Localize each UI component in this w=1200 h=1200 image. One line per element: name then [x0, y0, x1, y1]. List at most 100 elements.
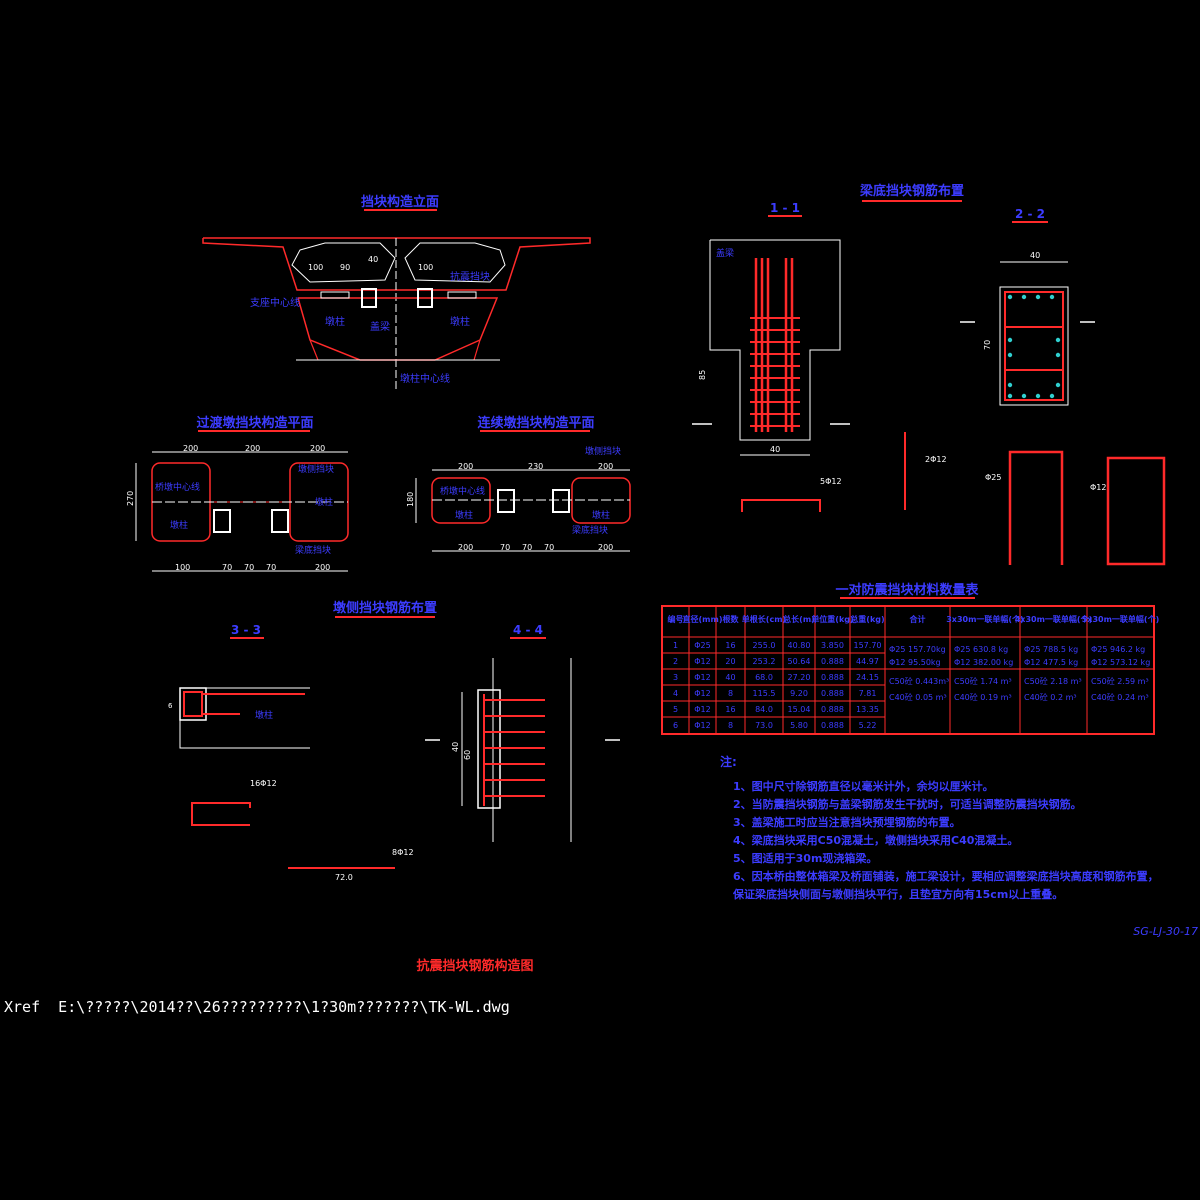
note-2: 2、当防震挡块钢筋与盖梁钢筋发生干扰时，可适当调整防震挡块钢筋。 — [733, 797, 1082, 811]
drawing-number: SG-LJ-30-17 — [1133, 925, 1198, 938]
table-header: 3x30m一联单幅(个) — [946, 614, 1024, 624]
table-cell: 0.888 — [821, 657, 844, 666]
table-total-cell: Φ25 630.8 kg — [954, 645, 1008, 654]
elevation-label-block: 抗震挡块 — [450, 270, 490, 283]
continuous-dim-bottom-1: 200 — [458, 543, 473, 552]
continuous-block-right — [552, 489, 570, 513]
continuous-dim-bottom-5: 200 — [598, 543, 613, 552]
continuous-label-bottom-block: 梁底挡块 — [572, 524, 608, 536]
beam-bottom-rebar-title: 梁底挡块钢筋布置 — [859, 183, 964, 199]
section-3-3-stirrup — [183, 691, 203, 717]
table-header: 4x30m一联单幅(个) — [1015, 614, 1093, 624]
table-cell: 2 — [673, 657, 678, 666]
table-cell: 73.0 — [755, 721, 773, 730]
pier-side-rebar-title: 墩侧挡块钢筋布置 — [333, 600, 437, 616]
transition-label-bottom-block: 梁底挡块 — [295, 544, 331, 556]
table-cell: 253.2 — [753, 657, 776, 666]
section-1-1-dim-bottom: 40 — [770, 445, 780, 454]
note-3: 3、盖梁施工时应当注意挡块预埋钢筋的布置。 — [733, 815, 961, 829]
table-total-cell: C40砼 0.05 m³ — [889, 692, 947, 702]
seismic-block-right — [417, 288, 433, 308]
section-3-3-bar-note: 16Φ12 — [250, 779, 277, 788]
table-cell: 40 — [725, 673, 735, 682]
note-4: 4、梁底挡块采用C50混凝土，墩侧挡块采用C40混凝土。 — [733, 833, 1018, 847]
table-total-cell: Φ12 477.5 kg — [1024, 658, 1078, 667]
table-header: 直径(mm) — [683, 614, 723, 624]
continuous-label-column-left: 墩柱 — [455, 509, 473, 521]
material-table: 一对防震挡块材料数量表 编号直径(mm)根数单根长(cm)总长(m)单位重(kg… — [661, 582, 1160, 735]
table-cell: 9.20 — [790, 689, 808, 698]
right-column-edge — [473, 339, 481, 361]
table-cell: 50.64 — [788, 657, 811, 666]
table-total-cell: Φ25 157.70kg — [889, 645, 946, 654]
elevation-label-cap: 盖梁 — [370, 320, 390, 333]
section-3-3-outline — [179, 688, 310, 749]
table-total-cell: C50砼 2.18 m³ — [1024, 676, 1082, 686]
elevation-view: 挡块构造立面 支座中心线 墩柱中心线 抗震挡块 盖梁 墩柱 墩柱 100 90 … — [202, 194, 591, 390]
table-cell: Φ12 — [694, 705, 710, 714]
table-header: 5x30m一联单幅(个) — [1082, 614, 1160, 624]
note-5: 5、图适用于30m现浇箱梁。 — [733, 851, 877, 865]
sheet-title: 抗震挡块钢筋构造图 — [416, 958, 533, 974]
cap-beam — [297, 297, 499, 361]
transition-dim-bottom-2: 70 — [222, 563, 232, 572]
pier-side-bar-length: 72.0 — [335, 873, 353, 882]
elevation-label-pier-center: 墩柱中心线 — [400, 372, 450, 385]
bearing-right — [447, 291, 477, 299]
table-header: 总长(m) — [783, 614, 815, 624]
bar-note-3: Φ25 — [985, 473, 1001, 482]
continuous-dim-bottom-2: 70 — [500, 543, 510, 552]
elevation-label-column-right: 墩柱 — [450, 315, 470, 328]
table-header: 单根长(cm) — [742, 614, 786, 624]
table-header: 根数 — [723, 614, 740, 624]
table-cell: 5.22 — [859, 721, 877, 730]
table-cell: 0.888 — [821, 721, 844, 730]
notes-block: 注: 1、图中尺寸除钢筋直径以毫米计外，余均以厘米计。 2、当防震挡块钢筋与盖梁… — [720, 754, 1159, 901]
table-header: 合计 — [909, 614, 926, 624]
continuous-plan-view: 连续墩挡块构造平面 200 230 200 180 墩侧挡块 桥墩中心线 墩柱 … — [406, 415, 631, 552]
table-cell: 0.888 — [821, 705, 844, 714]
elevation-label-bearing-center: 支座中心线 — [250, 296, 300, 309]
continuous-dim-top-2: 230 — [528, 462, 543, 471]
note-1: 1、图中尺寸除钢筋直径以毫米计外，余均以厘米计。 — [733, 779, 994, 793]
continuous-label-column-right: 墩柱 — [592, 509, 610, 521]
section-3-3-bar-shape — [191, 802, 251, 808]
bar-note-2: 2Φ12 — [925, 455, 947, 464]
transition-dim-bottom-1: 100 — [175, 563, 190, 572]
table-header: 编号 — [668, 614, 684, 624]
table-cell: 20 — [725, 657, 735, 666]
table-cell: 44.97 — [856, 657, 879, 666]
continuous-label-center: 桥墩中心线 — [440, 485, 485, 497]
section-2-2-bars — [1007, 294, 1061, 399]
left-cell-void — [291, 242, 396, 283]
section-4-4-dim-1: 40 — [451, 742, 460, 752]
elevation-title: 挡块构造立面 — [361, 194, 439, 210]
continuous-plan-title: 连续墩挡块构造平面 — [477, 415, 594, 431]
elevation-dim-3: 40 — [368, 255, 378, 264]
table-cell: 0.888 — [821, 673, 844, 682]
pier-side-bar-note: 8Φ12 — [392, 848, 414, 857]
table-cell: 8 — [728, 689, 733, 698]
table-cell: Φ25 — [694, 641, 710, 650]
material-table-title: 一对防震挡块材料数量表 — [835, 582, 979, 598]
table-total-cell: Φ12 573.12 kg — [1091, 658, 1150, 667]
table-cell: 27.20 — [788, 673, 811, 682]
material-table-grid — [662, 606, 1154, 734]
table-cell: 84.0 — [755, 705, 773, 714]
table-cell: 13.35 — [856, 705, 879, 714]
table-cell: Φ12 — [694, 673, 710, 682]
bar-shape-hairpin — [1008, 450, 1064, 565]
transition-plan-view: 过渡墩挡块构造平面 200 200 200 270 桥墩中心线 墩柱 墩侧挡块 … — [126, 415, 349, 572]
material-table-frame — [661, 605, 1155, 735]
table-total-cell: Φ12 382.00 kg — [954, 658, 1013, 667]
table-cell: 4 — [673, 689, 678, 698]
table-cell: 157.70 — [854, 641, 882, 650]
transition-dim-top-2: 200 — [245, 444, 260, 453]
box-girder-outline — [202, 237, 591, 291]
section-3-3-label-column: 墩柱 — [255, 709, 273, 721]
continuous-dim-top-3: 200 — [598, 462, 613, 471]
transition-plan-title: 过渡墩挡块构造平面 — [196, 415, 313, 431]
section-2-2-label: 2 - 2 — [1015, 207, 1045, 221]
table-cell: 15.04 — [788, 705, 811, 714]
